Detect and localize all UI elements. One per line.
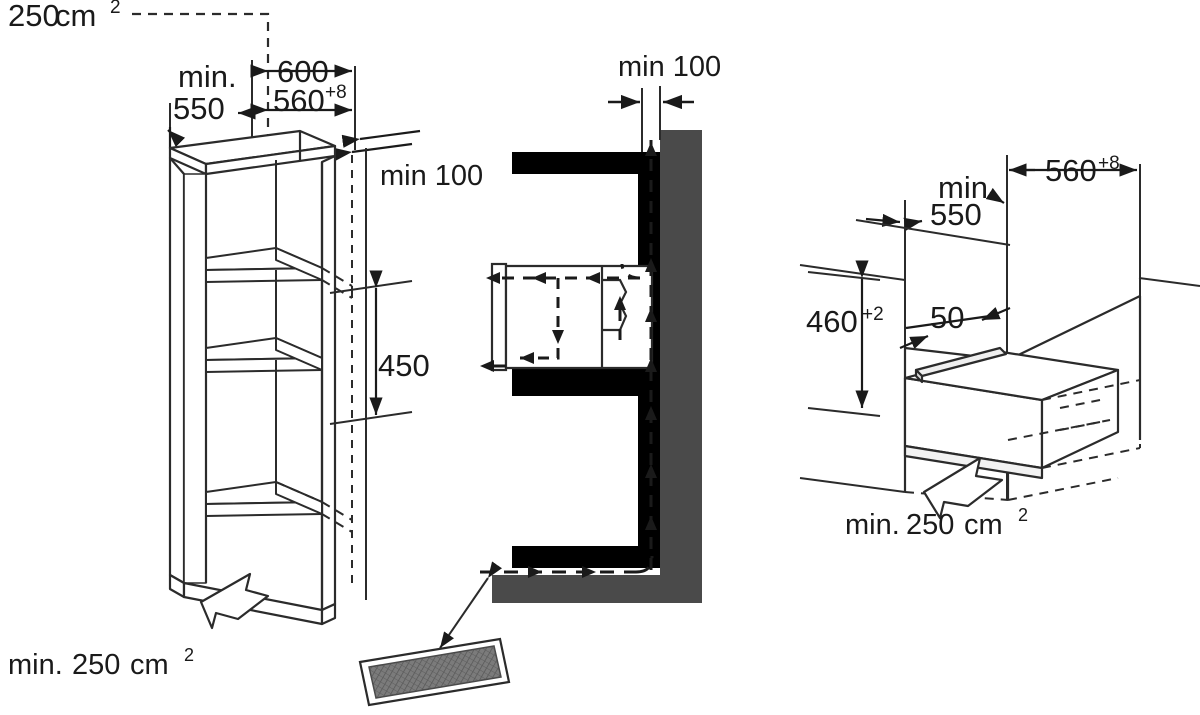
left-dim-600: 600	[250, 54, 352, 89]
left-dim-560-tolerance: +8	[325, 82, 347, 103]
mid-dim-min100-extensions	[641, 86, 661, 160]
right-dim-560-tolerance: +8	[1098, 153, 1120, 174]
grille-leader-line	[439, 561, 502, 649]
right-bottom-vent-prefix: min.	[845, 509, 900, 541]
right-bottom-vent-unit-cm: cm	[964, 509, 1003, 541]
appliance-body	[490, 262, 654, 372]
mid-dim-min100-label: min 100	[618, 51, 721, 83]
right-dim-460-label: 460	[806, 304, 858, 339]
airflow-internal-path	[520, 278, 622, 360]
airflow-exhaust-arrowheads	[645, 142, 657, 530]
ventilation-grille	[358, 637, 511, 707]
left-dim-550-arrows	[167, 106, 256, 148]
top-vent-leader-line	[132, 12, 270, 140]
warming-drawer-body	[903, 346, 1120, 480]
left-dim-450-label: 450	[378, 348, 430, 383]
panel-middle-wall-section: min 100	[358, 51, 721, 707]
left-dim-550-label: 550	[173, 91, 225, 126]
right-dim-550-arrows	[865, 187, 1005, 231]
left-top-vent-area-value: 250	[8, 0, 60, 33]
left-cabinet-shelves	[205, 247, 323, 517]
lower-cabinet-top	[512, 374, 660, 396]
right-dim-460: 460 +2	[806, 260, 884, 417]
airflow-internal-arrowheads	[520, 296, 626, 364]
left-bottom-vent-unit-cm: cm	[130, 649, 169, 681]
airflow-top-arrowheads	[486, 272, 600, 284]
right-dim-560-label: 560	[1045, 153, 1097, 188]
lower-cabinet-bottom	[512, 546, 660, 568]
right-dim-460-tolerance: +2	[862, 304, 884, 325]
upper-cabinet-top	[512, 152, 660, 174]
right-bottom-vent-unit-sup: 2	[1018, 505, 1028, 525]
panel-right-warming-drawer: 560 +8 min. 550 460 +2	[799, 153, 1200, 541]
grille-mesh	[368, 645, 502, 699]
drawer-handle-end	[914, 368, 924, 384]
left-dim-min100: min 100	[333, 129, 483, 192]
left-bottom-vent-value: 250	[72, 649, 120, 681]
left-top-vent-area-unit-sup: 2	[110, 0, 121, 18]
left-dim-min100-label: min 100	[380, 160, 483, 192]
airflow-intake-path	[480, 555, 654, 574]
airflow-top-path	[500, 263, 641, 280]
left-bottom-vent-prefix: min.	[8, 649, 63, 681]
right-dim-50: 50	[899, 300, 1011, 350]
drawer-right-face	[1040, 368, 1120, 470]
left-hidden-edges	[275, 267, 353, 533]
lower-cabinet-section	[512, 374, 660, 568]
left-top-vent-area-unit-cm: cm	[55, 0, 96, 33]
right-bottom-vent-arrow	[922, 456, 1004, 520]
left-dim-550-min-label: min.	[178, 59, 237, 94]
wall-vertical	[660, 130, 702, 603]
appliance-cavity	[504, 264, 654, 370]
left-bottom-vent-arrow	[199, 572, 270, 630]
left-dim-600-label: 600	[277, 54, 329, 89]
panel-left-tall-cabinet: 250 cm 2 600 560 +8 min. 550	[8, 0, 483, 681]
right-dim-550-label: 550	[930, 197, 982, 232]
left-dim-450: 450	[329, 270, 430, 425]
right-dim-50-label: 50	[930, 300, 964, 335]
left-bottom-vent-unit-sup: 2	[184, 645, 194, 665]
left-cabinet-carcass	[168, 129, 337, 612]
left-dim-560: 560 +8	[250, 82, 352, 118]
left-dim-560-label: 560	[273, 83, 325, 118]
airflow-exit-lower-arrowhead	[480, 360, 494, 372]
wall-floor	[492, 575, 702, 603]
lower-cabinet-back	[638, 374, 660, 558]
right-dim-560: 560 +8	[1008, 153, 1137, 188]
right-bottom-vent-value: 250	[906, 509, 954, 541]
airflow-intake-arrowheads	[528, 566, 596, 578]
